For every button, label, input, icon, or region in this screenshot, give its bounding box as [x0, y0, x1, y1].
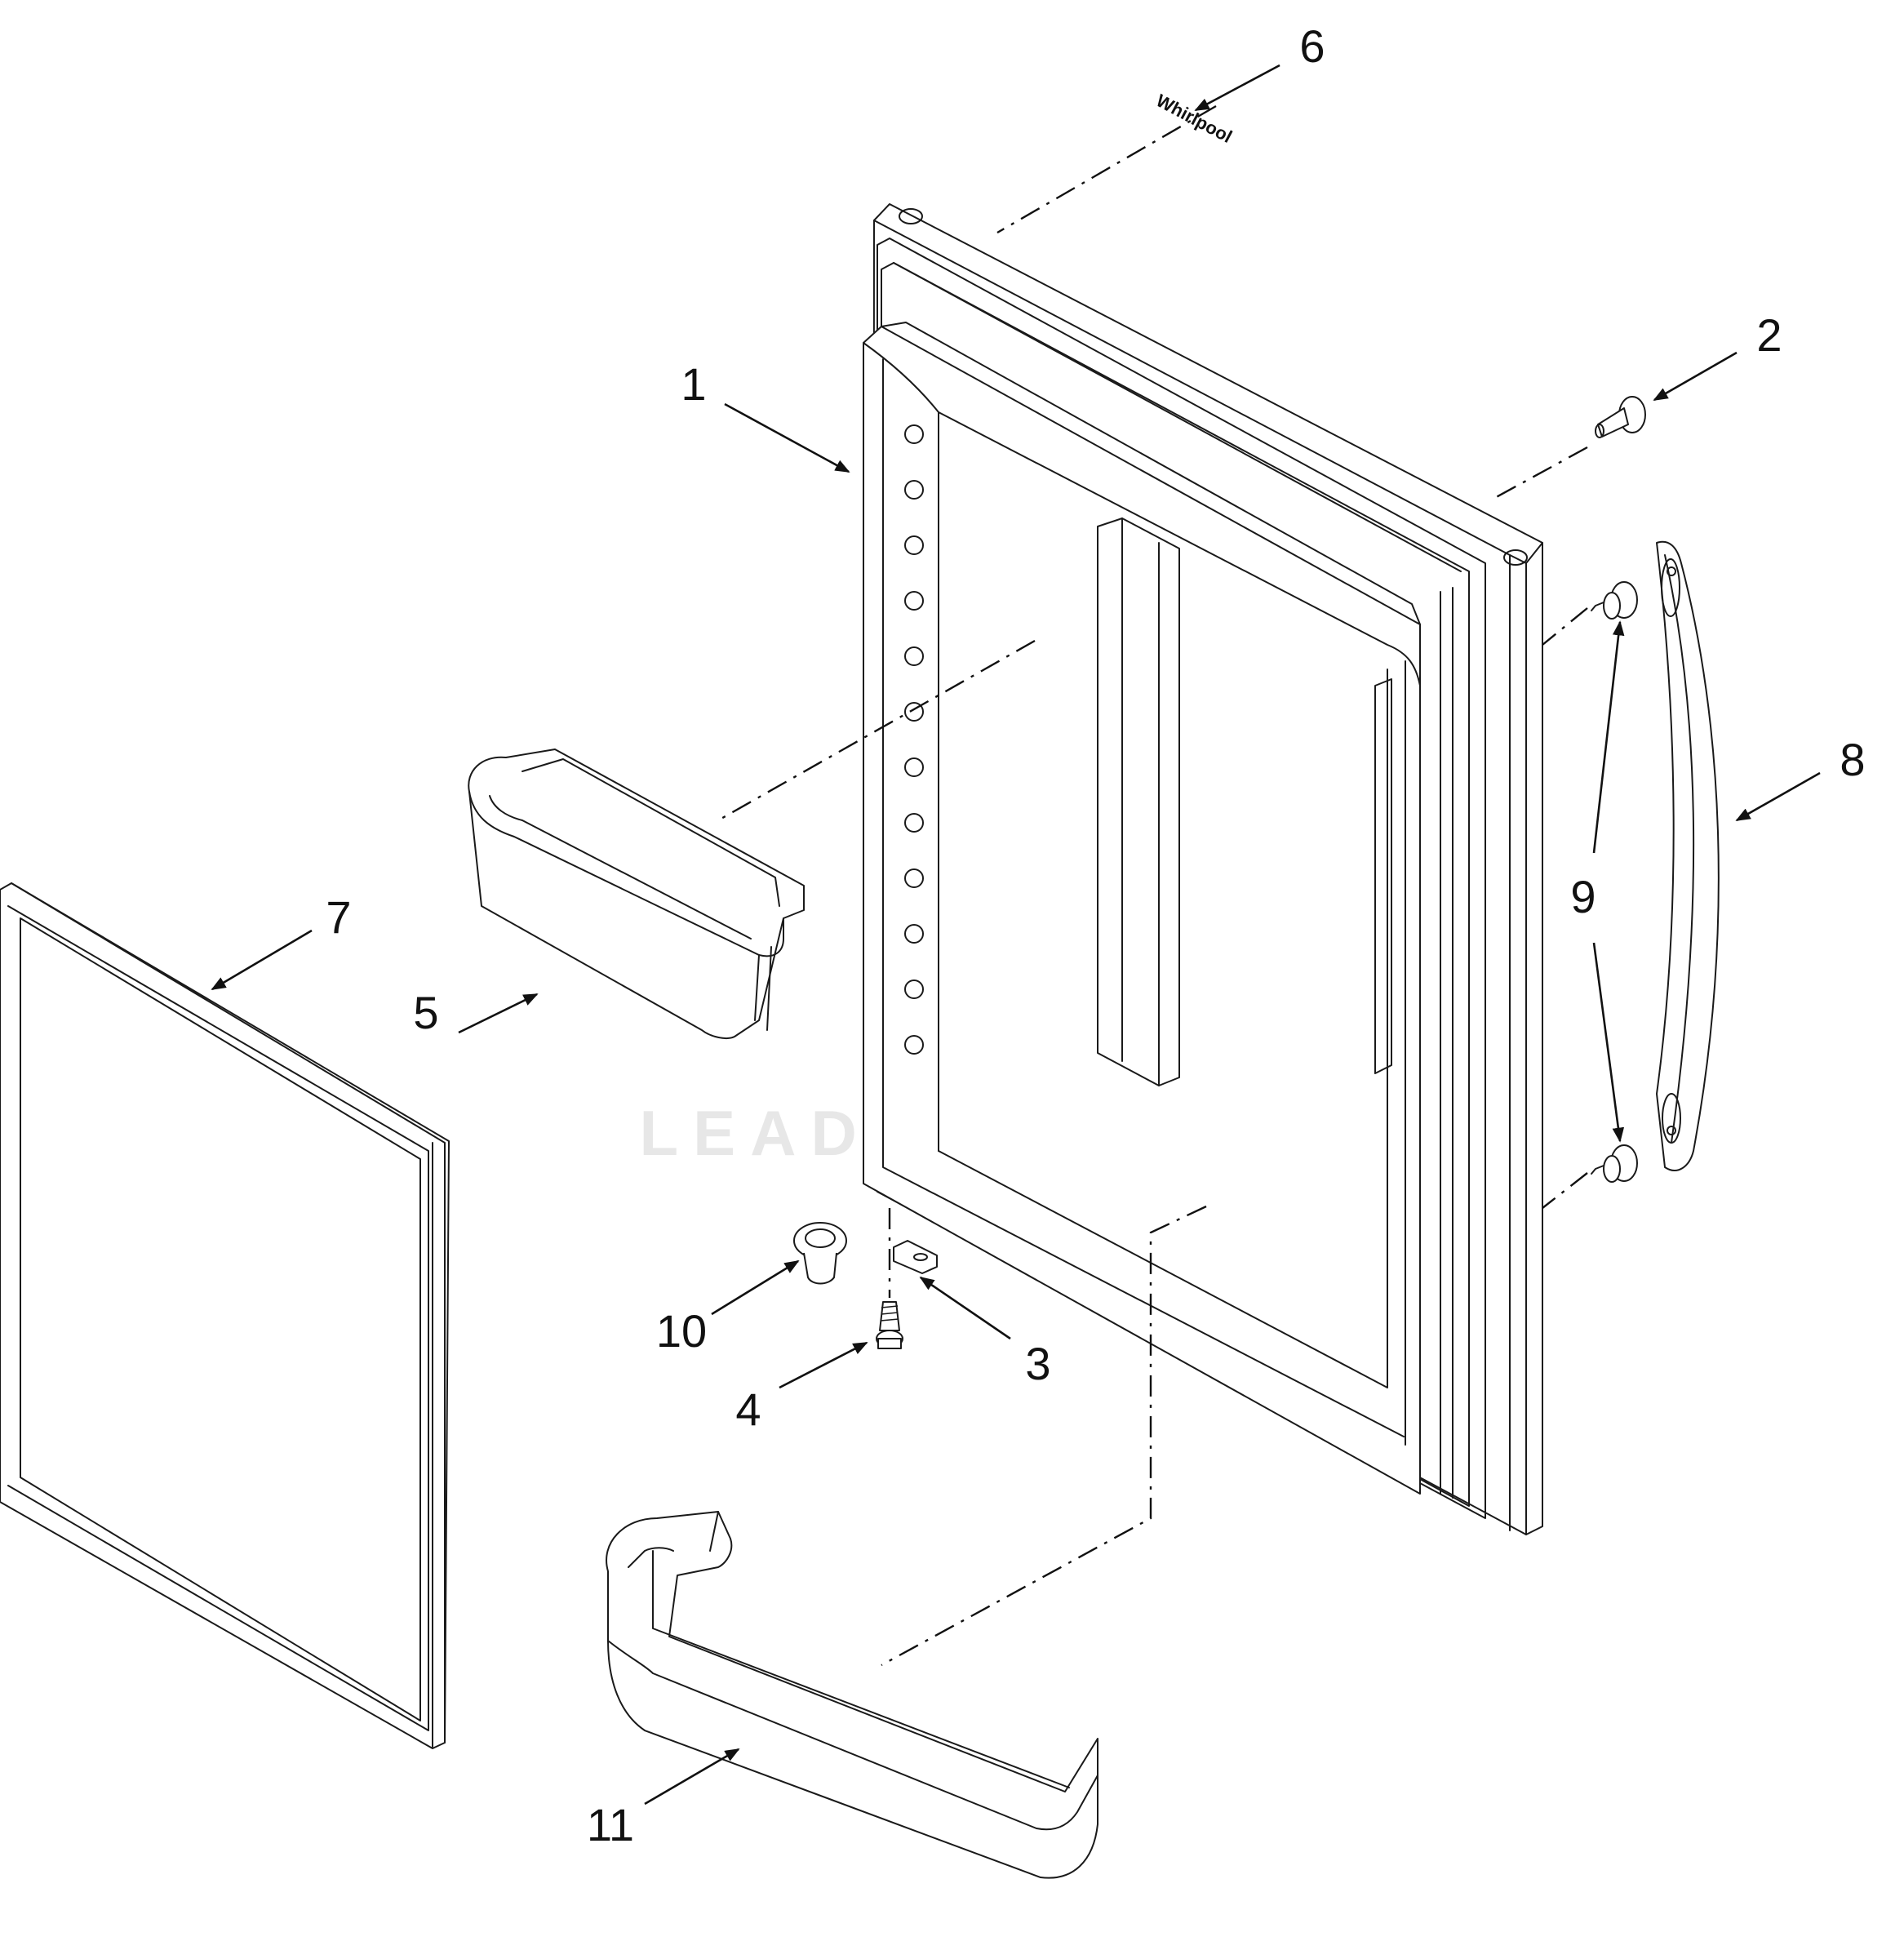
callout-7: 7 [211, 891, 352, 991]
part-door-bin-large [606, 1511, 1098, 1879]
part-door-stop [793, 1222, 847, 1285]
callout-5: 5 [413, 987, 539, 1038]
part-door [863, 203, 1543, 1535]
callout-6: 6 [1194, 20, 1325, 112]
callout-8-label: 8 [1840, 734, 1865, 785]
callout-1-label: 1 [681, 358, 706, 410]
door-bin-studs [904, 424, 924, 1055]
stud-lower [1591, 1144, 1638, 1183]
callout-9: 9 [1570, 620, 1625, 1143]
stud-upper [1591, 581, 1638, 620]
part-door-bin-small [468, 749, 805, 1039]
callouts: 1 2 3 4 5 6 7 8 [211, 20, 1866, 1850]
part-gasket [0, 882, 450, 1749]
part-handle-studs [1591, 581, 1638, 1183]
callout-10-label: 10 [656, 1305, 707, 1357]
badge-text: Whirlpool [1153, 90, 1236, 147]
part-badge: Whirlpool [1153, 90, 1236, 147]
callout-4: 4 [735, 1341, 868, 1435]
callout-1: 1 [681, 358, 850, 473]
callout-2-label: 2 [1756, 309, 1782, 361]
assembly-lines [717, 104, 1588, 1667]
part-handle [1656, 540, 1720, 1171]
part-screw [1595, 396, 1646, 438]
callout-11-label: 11 [587, 1799, 634, 1850]
callout-5-label: 5 [413, 987, 438, 1038]
callout-4-label: 4 [735, 1384, 761, 1435]
callout-6-label: 6 [1299, 20, 1325, 72]
callout-8: 8 [1735, 734, 1866, 822]
part-bolt [876, 1301, 903, 1349]
callout-2: 2 [1653, 309, 1782, 402]
callout-7-label: 7 [326, 891, 351, 943]
callout-11: 11 [587, 1748, 740, 1850]
callout-10: 10 [656, 1259, 800, 1357]
callout-3-label: 3 [1025, 1338, 1050, 1389]
part-hinge-bracket [893, 1240, 938, 1274]
callout-9-label: 9 [1570, 871, 1596, 922]
callout-3: 3 [919, 1276, 1051, 1389]
